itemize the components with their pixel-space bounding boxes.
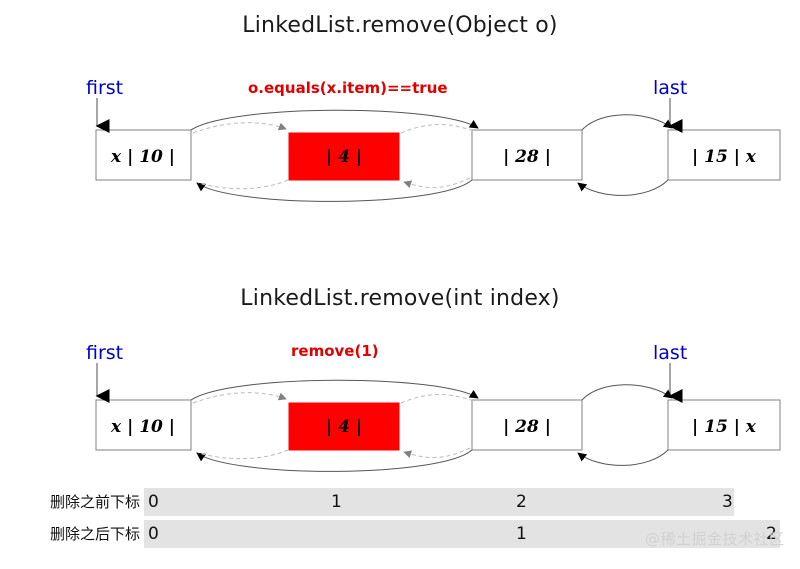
last-pointer-label-bottom: last: [653, 342, 688, 364]
first-pointer-label-top: first: [86, 77, 124, 99]
index-cell-after-1: 1: [516, 524, 527, 544]
annotation-equals-true: o.equals(x.item)==true: [248, 79, 448, 97]
first-pointer-label-bottom: first: [86, 342, 124, 364]
index-comparison-table: 删除之前下标 0 1 2 3 删除之后下标 0 1 2: [0, 488, 800, 552]
index-row-before-label: 删除之前下标: [49, 493, 140, 511]
index-row-before: 删除之前下标 0 1 2 3: [0, 488, 800, 518]
index-cell-before-1: 1: [331, 492, 342, 512]
last-pointer-label-top: last: [653, 77, 688, 99]
diagram-panel-remove-object: [0, 0, 800, 270]
annotation-remove-1: remove(1): [291, 342, 379, 360]
index-cell-before-3: 3: [722, 492, 733, 512]
watermark-text: @稀土掘金技术社区: [645, 530, 785, 548]
index-cell-before-2: 2: [516, 492, 527, 512]
index-row-after-label: 删除之后下标: [49, 525, 140, 543]
diagram-title-remove-index: LinkedList.remove(int index): [240, 286, 560, 311]
index-row-after: 删除之后下标 0 1 2: [0, 520, 800, 550]
index-cell-after-2: 2: [766, 524, 777, 544]
diagram-title-remove-object: LinkedList.remove(Object o): [242, 13, 558, 38]
index-cell-before-0: 0: [148, 492, 159, 512]
index-cell-after-0: 0: [148, 524, 159, 544]
index-row-before-bar: [144, 488, 734, 516]
index-row-after-bar: [144, 520, 780, 548]
